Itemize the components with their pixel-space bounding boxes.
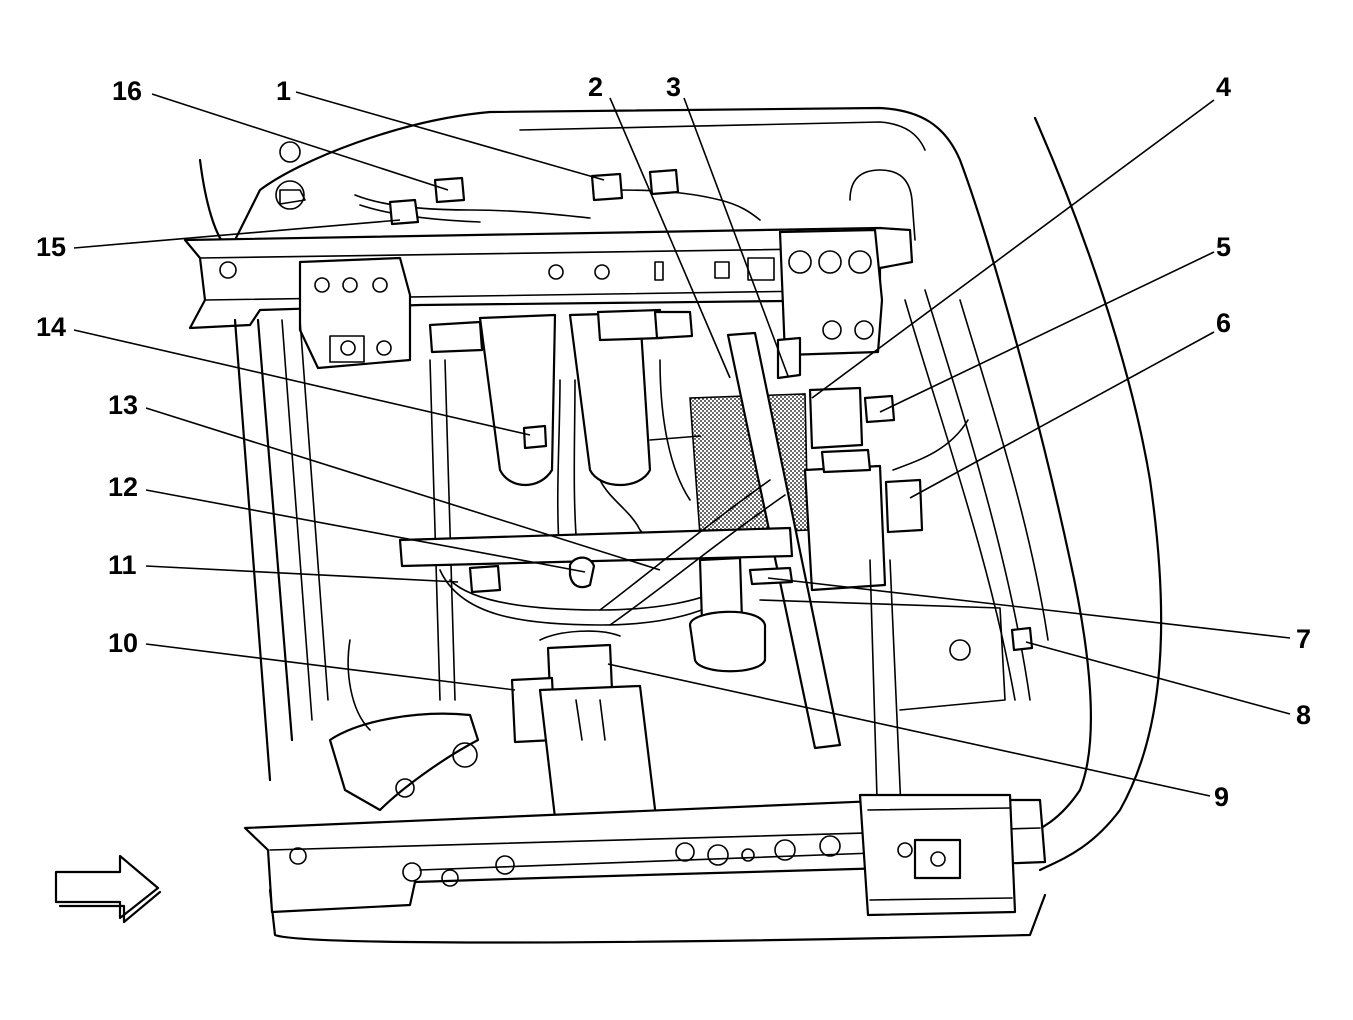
callout-4: 4 — [1216, 72, 1231, 102]
callout-2: 2 — [588, 72, 603, 102]
callout-7: 7 — [1296, 624, 1311, 654]
left-mounting-bracket — [298, 256, 412, 370]
callout-14: 14 — [36, 312, 66, 342]
front-seat-rail — [243, 793, 1047, 917]
callout-labels: 16 1 2 3 4 5 6 7 8 9 10 11 12 13 14 15 — [36, 72, 1311, 812]
callout-8: 8 — [1296, 700, 1311, 730]
callout-leader-lines — [73, 91, 1291, 797]
callout-6: 6 — [1216, 308, 1231, 338]
left-pivot-bracket — [328, 639, 480, 812]
callout-3: 3 — [666, 72, 681, 102]
callout-1: 1 — [276, 76, 291, 106]
seat-motors — [428, 308, 694, 561]
callout-9: 9 — [1214, 782, 1229, 812]
right-relay-module — [803, 386, 969, 592]
callout-12: 12 — [108, 472, 138, 502]
callout-16: 16 — [112, 76, 142, 106]
callout-11: 11 — [108, 550, 137, 580]
right-arrow-icon — [54, 854, 162, 924]
callout-10: 10 — [108, 628, 138, 658]
right-mounting-bracket — [778, 228, 884, 357]
callout-5: 5 — [1216, 232, 1231, 262]
seat-cushion-outline — [198, 106, 1163, 944]
callout-13: 13 — [108, 390, 138, 420]
upper-wiring-harness — [275, 141, 916, 241]
callout-15: 15 — [36, 232, 66, 262]
